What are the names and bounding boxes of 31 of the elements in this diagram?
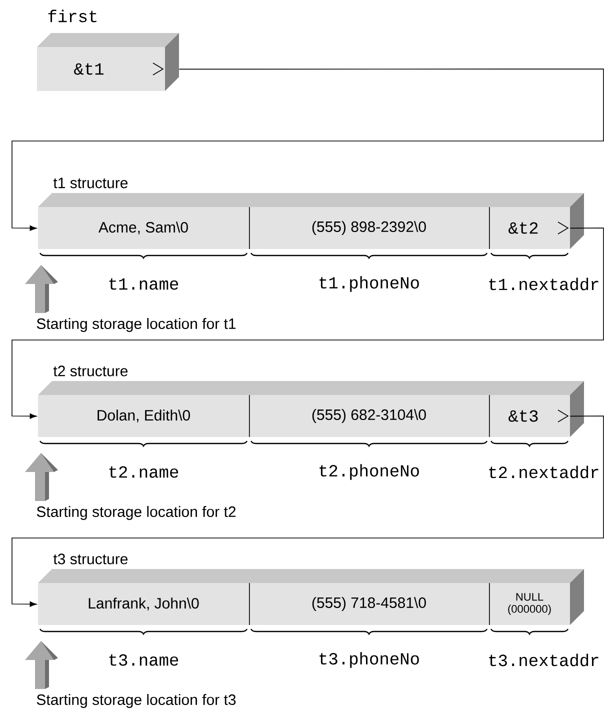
field-name: t2.name [109, 466, 178, 478]
field-cell: Acme, Sam\0 [38, 207, 249, 249]
node-label: (555) 718-4581\0 [312, 597, 426, 611]
field-name: t3.phoneNo [320, 652, 419, 668]
field-name: t1.name [109, 278, 178, 290]
note: Starting storage location for t2 [36, 506, 236, 520]
field-name: t1.phoneNo [320, 276, 419, 292]
node-label: Acme, Sam\0 [98, 222, 188, 234]
structure-label: t3 structure [53, 554, 128, 564]
field-cell: &t3 [489, 394, 570, 438]
note: Starting storage location for t1 [36, 318, 236, 332]
field-cell: &t2 [489, 206, 570, 250]
node-label: (555) 898-2392\0 [312, 221, 426, 235]
field-cell: Lanfrank, John\0 [38, 583, 249, 625]
field-name: t2.nextaddr [489, 466, 598, 478]
structure-label: t2 structure [53, 366, 128, 376]
node-label: (555) 682-3104\0 [312, 409, 426, 423]
structure-label: t1 structure [53, 178, 128, 188]
field-cell: NULL (000000) [489, 582, 570, 626]
field-name: t1.nextaddr [489, 278, 598, 290]
field-name: t3.name [109, 654, 178, 666]
field-cell: Dolan, Edith\0 [38, 395, 249, 437]
note: Starting storage location for t3 [36, 694, 236, 708]
node-label: Lanfrank, John\0 [88, 598, 199, 610]
pointer-arrow [12, 416, 604, 607]
field-name: t2.phoneNo [320, 464, 419, 480]
node-label: Dolan, Edith\0 [98, 410, 190, 422]
pointer-arrow [12, 228, 604, 419]
pointer-arrow [12, 68, 604, 231]
field-name: t3.nextaddr [489, 654, 598, 666]
variable-name: first [48, 10, 96, 22]
